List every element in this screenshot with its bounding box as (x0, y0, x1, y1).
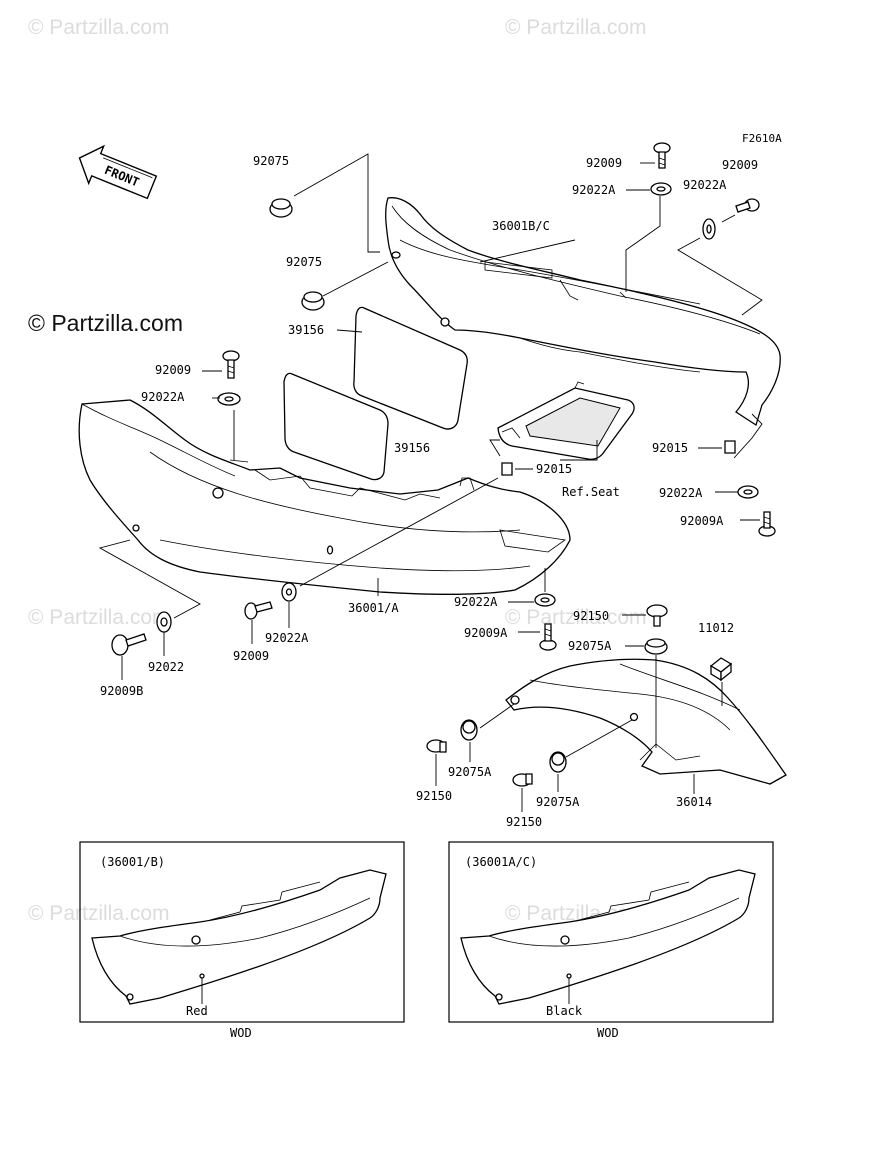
label-92075A-bottom: 92075A (536, 795, 580, 809)
variant-code-left: (36001/B) (100, 855, 165, 869)
label-92009-top: 92009 (586, 156, 622, 170)
grommet-92075A-top (644, 638, 668, 655)
label-92075-top: 92075 (253, 154, 289, 168)
label-92150-bottom: 92150 (506, 815, 542, 829)
bolt-92009-right (735, 198, 760, 213)
label-92009A-center: 92009A (464, 626, 508, 640)
washer-92022A-left (217, 392, 241, 406)
label-92009-bc: 92009 (233, 649, 269, 663)
variant-market-right: WOD (597, 1026, 619, 1040)
label-36014: 36014 (676, 795, 712, 809)
screw-92150-bottom (512, 773, 533, 787)
bolt-92009B (111, 633, 147, 656)
label-36001BC: 36001B/C (492, 219, 550, 233)
label-92022A-top: 92022A (572, 183, 616, 197)
watermark-low-right: © Partzilla.com (505, 606, 647, 629)
label-92022-bl: 92022 (148, 660, 184, 674)
label-92150-top: 92150 (573, 609, 609, 623)
watermark-top-right: © Partzilla.com (505, 16, 647, 39)
variant-color-left: Red (186, 1004, 208, 1018)
bolt-92009-bc (244, 601, 273, 620)
label-92015-seat: 92015 (536, 462, 572, 476)
side-cover-upper (385, 197, 781, 427)
grommet-92075-mid (301, 291, 325, 311)
part-labels: 92075 92075 39156 39156 92009 92022A 360… (100, 154, 758, 829)
fasteners (111, 142, 776, 787)
label-92009-left: 92009 (155, 363, 191, 377)
watermark-low-left: © Partzilla.com (28, 606, 170, 629)
label-92015-right: 92015 (652, 441, 688, 455)
watermark-bottom-left: © Partzilla.com (28, 902, 170, 925)
watermark-main: © Partzilla.com (28, 310, 183, 336)
label-39156-mid: 39156 (394, 441, 430, 455)
bolt-92009A-center (539, 623, 557, 651)
washer-92022-bl (156, 611, 172, 633)
label-92022A-right: 92022A (683, 178, 727, 192)
washer-92022A-bc (281, 582, 297, 602)
watermark-top-left: © Partzilla.com (28, 16, 170, 39)
grommet-92075-top (269, 198, 293, 218)
label-39156-top: 39156 (288, 323, 324, 337)
label-92009B: 92009B (100, 684, 143, 698)
tail-cover-36014 (505, 658, 787, 785)
label-92022A-bc: 92022A (265, 631, 309, 645)
variant-code-right: (36001A/C) (465, 855, 537, 869)
variant-box-left: (36001/B) Red (79, 841, 405, 1023)
label-92150-left: 92150 (416, 789, 452, 803)
label-36001A: 36001/A (348, 601, 399, 615)
bolt-92009-left (222, 350, 240, 379)
clip-92015-seat (501, 462, 513, 476)
label-92075A-left: 92075A (448, 765, 492, 779)
screw-92150-top (646, 604, 668, 627)
variant-color-right: Black (546, 1004, 583, 1018)
grommet-92075A-bottom (549, 751, 567, 773)
washer-92022A-right (702, 218, 716, 240)
leader-lines (98, 153, 763, 812)
clip-92015-right (724, 440, 736, 454)
rubber-pads (283, 306, 468, 481)
label-92009-right: 92009 (722, 158, 758, 172)
bolt-92009-top (653, 142, 671, 169)
label-92022A-left: 92022A (141, 390, 185, 404)
grommet-92075A-left (460, 719, 478, 741)
front-arrow-icon: FRONT (78, 144, 158, 200)
label-92022A-center: 92022A (454, 595, 498, 609)
washer-92022A-r2 (737, 485, 759, 499)
seat-bracket (497, 381, 635, 460)
label-92009A-right: 92009A (680, 514, 724, 528)
variant-market-left: WOD (230, 1026, 252, 1040)
label-92022A-r2: 92022A (659, 486, 703, 500)
bolt-92009A-right (758, 511, 776, 537)
label-ref-seat: Ref.Seat (562, 485, 620, 499)
screw-92150-left (426, 739, 447, 753)
label-92075A-top: 92075A (568, 639, 612, 653)
washer-92022A-top (650, 182, 672, 196)
label-11012: 11012 (698, 621, 734, 635)
washer-92022A-center (534, 593, 556, 607)
variant-cover-right (460, 869, 756, 1005)
variant-cover-left (91, 869, 387, 1005)
variant-box-right: (36001A/C) Black (448, 841, 774, 1023)
side-cover-main (78, 399, 571, 596)
diagram-code: F2610A (742, 132, 782, 145)
collar-11012 (709, 657, 733, 682)
label-92075-mid: 92075 (286, 255, 322, 269)
